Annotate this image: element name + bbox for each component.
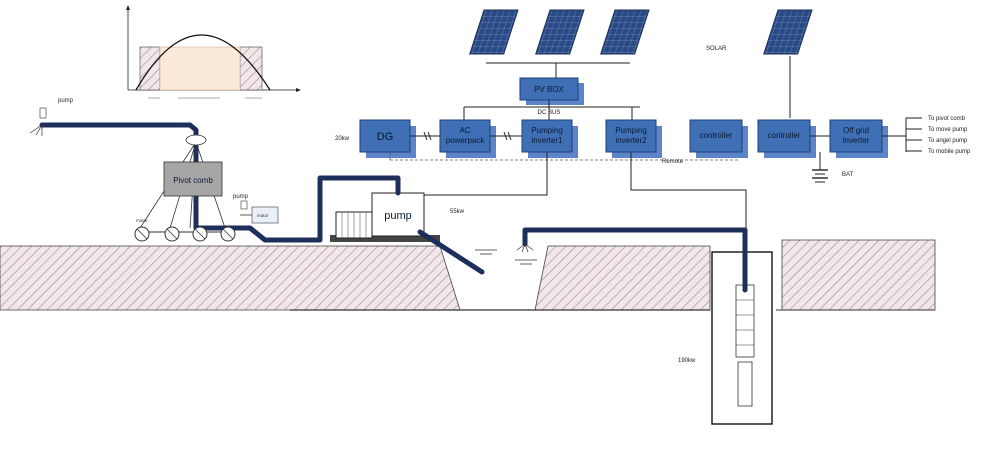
water-level-icon <box>475 249 537 265</box>
pump-small-icon <box>240 200 248 210</box>
motor-label: motor <box>136 218 148 223</box>
pumping-inverter1-box <box>521 119 573 153</box>
output-label-2: To move pump <box>928 127 968 133</box>
ac-powerpack-label-2: powerpack <box>446 136 486 145</box>
pumping-inverter2-label-2: inverter2 <box>615 136 647 145</box>
main-distribution-pipe <box>39 122 401 243</box>
wheel-icon <box>220 226 236 242</box>
solar-panel-icon <box>469 9 519 55</box>
submersible-pump <box>735 284 755 358</box>
pv-box-label: PV BOX <box>534 85 564 94</box>
offgrid-label-1: Off grid <box>843 126 869 135</box>
motor-icon <box>335 211 373 239</box>
remote-line <box>389 152 740 161</box>
pump-base <box>330 235 440 242</box>
controller-box-2 <box>757 119 811 153</box>
offgrid-inverter-box <box>829 119 883 153</box>
wheel-icon <box>192 226 208 242</box>
solar-curve-inset <box>126 5 301 99</box>
submersible-motor <box>737 361 753 407</box>
well-kw-label: 190kw <box>678 358 696 364</box>
inset-band <box>159 46 241 91</box>
solar-panel-icon <box>535 9 585 55</box>
connector-ticks <box>423 131 512 141</box>
controller-label-2: controller <box>768 131 801 140</box>
pumping-inverter2-label-1: Pumping <box>615 126 647 135</box>
panel-wire <box>486 62 630 80</box>
output-label-4: To mobile pump <box>928 149 971 155</box>
output-label-3: To angel pump <box>928 138 968 144</box>
battery-icon <box>812 152 828 183</box>
dg-kw-label: 20kw <box>335 136 350 142</box>
ac-powerpack-label-1: AC <box>459 126 470 135</box>
suction-pipe <box>417 229 485 275</box>
solar-label: SOLAR <box>706 46 727 52</box>
output-label-1: To pivot comb <box>928 116 966 122</box>
ground-right <box>781 239 936 311</box>
main-pump-label: pump <box>384 210 412 222</box>
pumping-inverter1-label-1: Pumping <box>531 126 563 135</box>
ground-middle <box>534 245 711 311</box>
controller-box-1 <box>689 119 743 153</box>
pump-top-label: pump <box>58 98 74 104</box>
dg-label: DG <box>377 131 394 143</box>
well-discharge-pipe <box>522 227 748 293</box>
bat-label: BAT <box>842 172 854 178</box>
dc-bus-line <box>463 100 640 120</box>
pump-small-label: pump <box>233 194 249 200</box>
inset-hatch-right <box>239 46 263 91</box>
controller-label-1: controller <box>700 131 733 140</box>
pivot-comb-box <box>163 161 223 197</box>
solar-panel-icon <box>600 9 650 55</box>
offgrid-label-2: inverter <box>843 136 870 145</box>
inverter1-cable <box>390 152 548 196</box>
solar-panel-icon <box>763 9 813 55</box>
sprinkler-icon <box>516 243 534 253</box>
sprinkler-icon <box>29 124 43 136</box>
pumping-inverter1-label-2: inverter1 <box>531 136 563 145</box>
offgrid-outputs <box>905 117 922 152</box>
pump-top-icon <box>39 107 47 119</box>
pump-kw-label: 55kw <box>450 209 465 215</box>
pivot-comb-label: Pivot comb <box>173 176 213 185</box>
small-motor-label: motor <box>257 213 269 218</box>
wheel-icon <box>164 226 180 242</box>
inset-curve <box>135 34 271 91</box>
remote-label: Remote <box>662 159 684 165</box>
wheel-icon <box>134 226 150 242</box>
ground-left <box>0 245 461 311</box>
